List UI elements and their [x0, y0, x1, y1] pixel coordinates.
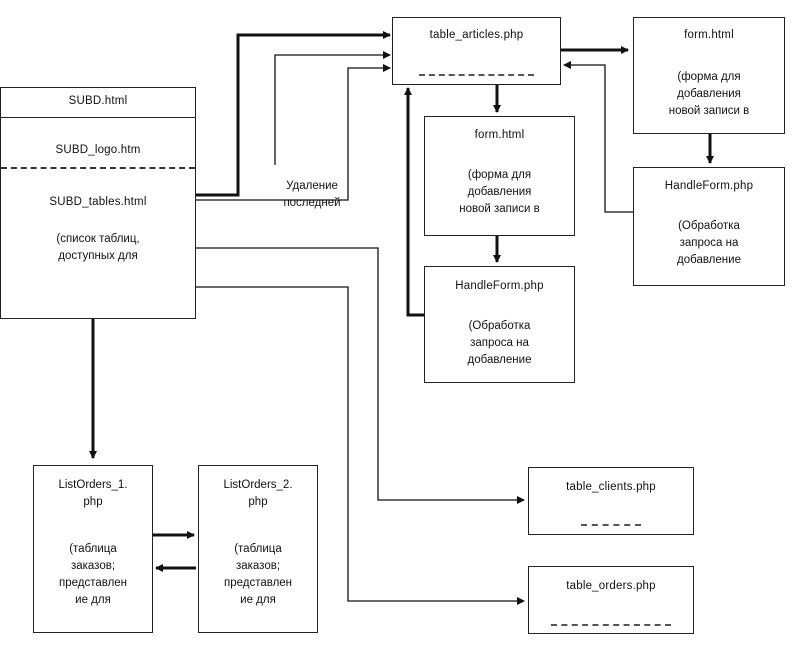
table-articles-box: table_articles.php [392, 17, 561, 85]
form-right-box: form.html (форма для добавления новой за… [633, 17, 785, 134]
table-clients-box: table_clients.php [528, 467, 694, 535]
table-orders-box: table_orders.php [528, 566, 694, 634]
form-center-desc: (форма для добавления новой записи в [459, 169, 540, 215]
handle-right-box: HandleForm.php (Обработка запроса на доб… [633, 167, 785, 286]
listorders2-desc: (таблица заказов; представлен ие для [223, 543, 293, 606]
handle-right-title: HandleForm.php [664, 180, 754, 192]
arrow-subd-to-clients [195, 247, 525, 504]
listorders2-title: ListOrders_2. php [223, 479, 293, 508]
table-orders-underline [551, 624, 671, 626]
arrow-handle-center-to-articles [404, 87, 424, 317]
subd-tables-desc: (список таблиц, доступных для [56, 233, 140, 262]
handle-right-desc: (Обработка запроса на добавление [677, 220, 741, 266]
table-orders-title: table_orders.php [566, 580, 656, 592]
listorders1-title: ListOrders_1. php [58, 479, 128, 508]
subd-title: SUBD.html [68, 95, 128, 107]
arrow-subd-to-articles [195, 31, 391, 197]
arrow-subd-to-articles-2 [195, 64, 391, 201]
delete-label: Удаление последней [283, 180, 341, 209]
subd-title-divider [1, 117, 195, 118]
table-articles-underline [419, 74, 534, 76]
arrow-handle-right-to-articles [563, 61, 633, 213]
handle-center-title: HandleForm.php [455, 280, 544, 292]
subd-box: SUBD.html SUBD_logo.htm SUBD_tables.html… [0, 87, 196, 319]
arrow-delete-to-articles [274, 51, 391, 165]
handle-center-box: HandleForm.php (Обработка запроса на доб… [424, 266, 575, 383]
form-center-box: form.html (форма для добавления новой за… [424, 116, 575, 236]
subd-logo-divider [1, 167, 195, 169]
arrow-subd-to-orders [195, 286, 525, 605]
table-articles-title: table_articles.php [429, 29, 524, 41]
listorders1-desc: (таблица заказов; представлен ие для [58, 543, 128, 606]
table-clients-underline [581, 524, 641, 526]
listorders1-box: ListOrders_1. php (таблица заказов; пред… [33, 465, 153, 633]
listorders2-box: ListOrders_2. php (таблица заказов; пред… [198, 465, 318, 633]
table-clients-title: table_clients.php [566, 481, 656, 493]
form-right-desc: (форма для добавления новой записи в [668, 71, 750, 117]
form-right-title: form.html [684, 29, 734, 41]
subd-logo: SUBD_logo.htm [55, 144, 141, 156]
subd-tables-title: SUBD_tables.html [49, 196, 147, 208]
form-center-title: form.html [474, 129, 525, 141]
handle-center-desc: (Обработка запроса на добавление [467, 320, 532, 366]
